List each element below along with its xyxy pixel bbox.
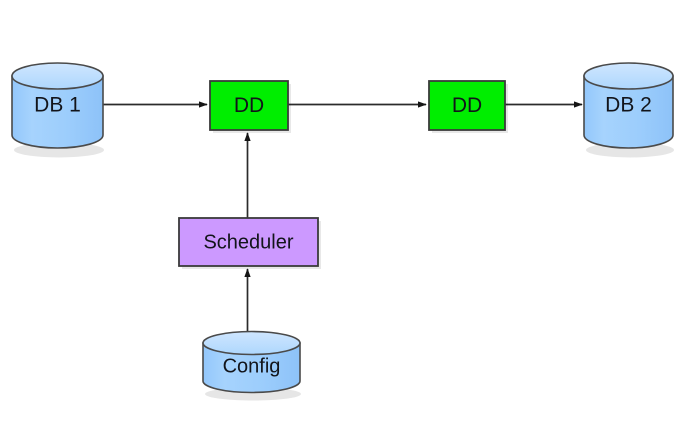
node-db2[interactable]: DB 2 xyxy=(583,62,674,158)
node-dd2-label: DD xyxy=(452,94,482,117)
node-db2-label: DB 2 xyxy=(605,94,652,117)
node-config[interactable]: Config xyxy=(202,330,301,401)
node-config-label: Config xyxy=(223,355,281,377)
node-dd2[interactable]: DD xyxy=(428,80,508,133)
node-scheduler-label: Scheduler xyxy=(203,231,293,253)
node-dd1-label: DD xyxy=(234,94,264,117)
node-db1[interactable]: DB 1 xyxy=(11,62,104,158)
node-scheduler[interactable]: Scheduler xyxy=(178,217,321,269)
node-db1-label: DB 1 xyxy=(34,94,81,117)
node-dd1[interactable]: DD xyxy=(209,80,291,133)
